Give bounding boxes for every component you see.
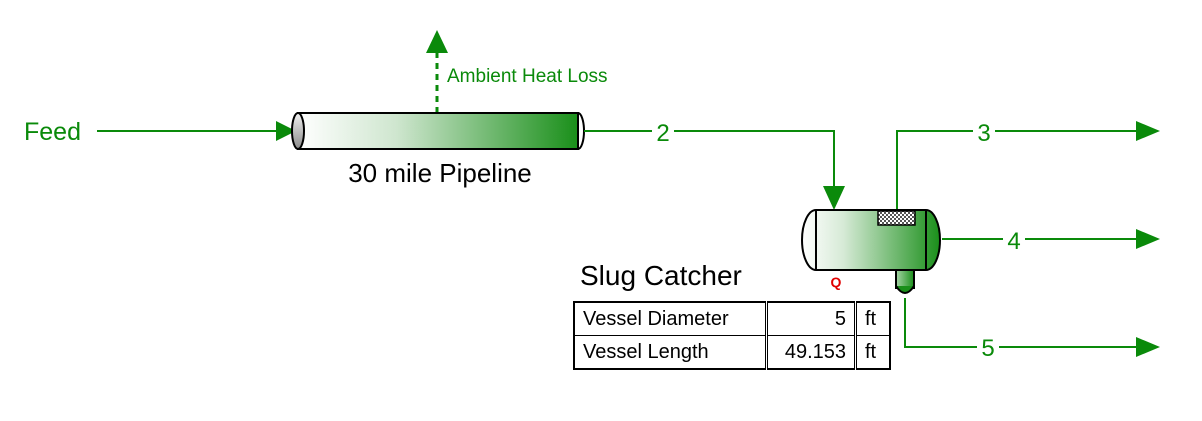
- stream-2[interactable]: [584, 130, 845, 210]
- stream-5-label: 5: [981, 335, 994, 362]
- vessel-length-value[interactable]: 49.153: [766, 335, 857, 370]
- stream-4-label: 4: [1007, 228, 1020, 255]
- pipeline-unit[interactable]: [291, 112, 585, 150]
- stream-3[interactable]: [896, 121, 1160, 210]
- separator-duty-label: Q: [831, 274, 842, 290]
- vessel-spec-table: Vessel Diameter 5 ft Vessel Length 49.15…: [573, 301, 891, 370]
- vessel-diameter-unit: ft: [855, 301, 891, 336]
- vessel-length-unit: ft: [855, 335, 891, 370]
- vessel-length-parameter: Vessel Length: [573, 335, 768, 370]
- table-row: Vessel Length 49.153 ft: [573, 335, 891, 370]
- stream-2-label-bg: [652, 118, 674, 144]
- stream-3-label-bg: [973, 118, 995, 144]
- stream-3-label: 3: [977, 120, 990, 147]
- slug-catcher-vessel[interactable]: [801, 209, 941, 294]
- mist-eliminator-pad: [877, 210, 916, 226]
- vessel-diameter-value[interactable]: 5: [766, 301, 857, 336]
- stream-5[interactable]: [904, 298, 1160, 357]
- vessel-boot-bottom: [895, 285, 915, 294]
- stream-5-label-bg: [977, 334, 999, 360]
- feed-stream[interactable]: [97, 121, 296, 141]
- stream-2-label: 2: [656, 120, 669, 147]
- vessel-diameter-parameter: Vessel Diameter: [573, 301, 768, 336]
- feed-label: Feed: [24, 118, 81, 146]
- pipeline-inlet-cap: [291, 112, 305, 150]
- vessel-body: [801, 209, 941, 271]
- stream-4[interactable]: [942, 229, 1160, 249]
- ambient-heat-loss-stream[interactable]: [426, 30, 448, 113]
- ambient-heat-loss-label: Ambient Heat Loss: [447, 66, 608, 87]
- pipeline-label: 30 mile Pipeline: [348, 158, 532, 188]
- stream-4-label-bg: [1003, 226, 1025, 252]
- slug-catcher-label: Slug Catcher: [580, 260, 742, 291]
- table-row: Vessel Diameter 5 ft: [573, 301, 891, 336]
